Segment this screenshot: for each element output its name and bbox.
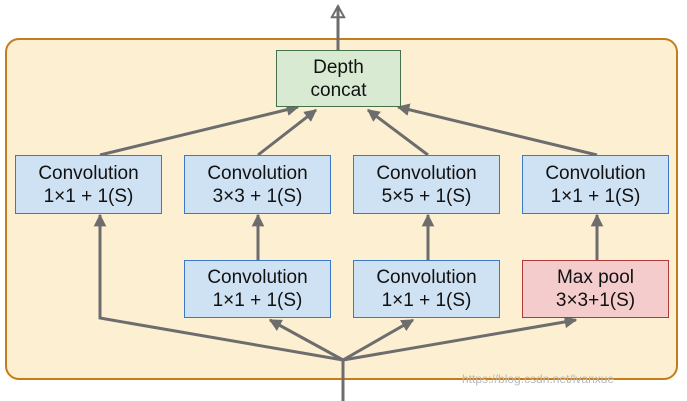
conv-1x1-pool-proj-node: Convolution 1×1 + 1(S) [522, 155, 669, 214]
conv-1x1-reduce-5x5-node: Convolution 1×1 + 1(S) [353, 260, 500, 318]
watermark-text: https://blog.csdn.net/lvanxue [462, 372, 615, 386]
conv-1x1-node: Convolution 1×1 + 1(S) [15, 155, 162, 214]
depth-concat-line2: concat [310, 79, 367, 101]
conv-1x1-pool-proj-line2: 1×1 + 1(S) [550, 185, 641, 207]
max-pool-node: Max pool 3×3+1(S) [522, 260, 669, 318]
arrow-conv1x1-to-concat [99, 103, 300, 157]
conv-1x1-line1: Convolution [38, 162, 139, 184]
depth-concat-node: Depth concat [276, 50, 401, 107]
conv-5x5-line1: Convolution [376, 162, 477, 184]
arrow-input-to-reduce5x5 [342, 318, 415, 362]
conv-1x1-reduce-3x3-line1: Convolution [207, 267, 308, 288]
conv-1x1-pool-proj-line1: Convolution [545, 162, 646, 184]
conv-5x5-line2: 5×5 + 1(S) [381, 185, 472, 207]
arrow-conv1x1b-to-concat [396, 103, 598, 157]
conv-1x1-reduce-5x5-line2: 1×1 + 1(S) [381, 290, 472, 311]
conv-3x3-line2: 3×3 + 1(S) [212, 185, 303, 207]
conv-3x3-node: Convolution 3×3 + 1(S) [184, 155, 331, 214]
arrow-input-to-maxpool [342, 315, 578, 362]
arrow-conv5x5-to-concat [366, 108, 429, 157]
depth-concat-line1: Depth [313, 56, 364, 78]
max-pool-line1: Max pool [556, 267, 635, 288]
conv-5x5-node: Convolution 5×5 + 1(S) [353, 155, 500, 214]
conv-1x1-line2: 1×1 + 1(S) [43, 185, 134, 207]
conv-3x3-line1: Convolution [207, 162, 308, 184]
conv-1x1-reduce-5x5-line1: Convolution [376, 267, 477, 288]
conv-1x1-reduce-3x3-line2: 1×1 + 1(S) [212, 290, 303, 311]
conv-1x1-reduce-3x3-node: Convolution 1×1 + 1(S) [184, 260, 331, 318]
arrow-conv3x3-to-concat [257, 108, 317, 157]
arrow-input-to-conv1x1 [93, 213, 344, 362]
max-pool-line2: 3×3+1(S) [555, 290, 636, 311]
arrow-input-to-reduce3x3 [268, 318, 344, 362]
